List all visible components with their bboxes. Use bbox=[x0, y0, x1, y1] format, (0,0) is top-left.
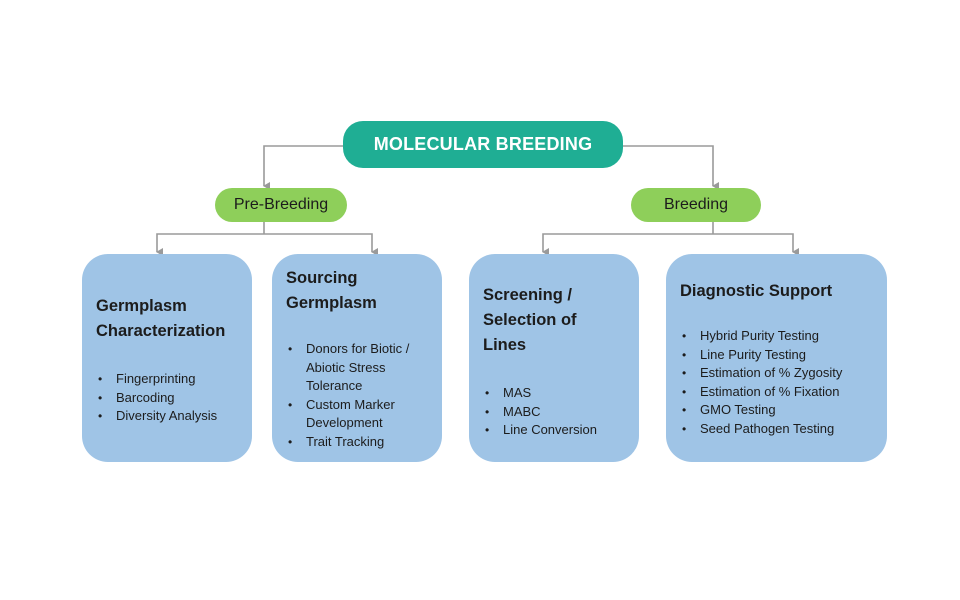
branch-node-breeding: Breeding bbox=[631, 188, 761, 222]
card-item-list: MAS MABC Line Conversion bbox=[483, 384, 625, 440]
connector-breeding-left bbox=[542, 233, 713, 256]
connector-prebreeding-left bbox=[156, 233, 264, 256]
list-item: MABC bbox=[483, 403, 625, 422]
card-sourcing-germplasm: Sourcing Germplasm Donors for Biotic / A… bbox=[272, 254, 442, 462]
list-item-line: Donors for Biotic / bbox=[306, 341, 410, 356]
card-title-line: Characterization bbox=[96, 322, 226, 340]
list-item: Trait Tracking bbox=[286, 433, 428, 452]
card-germplasm-characterization: Germplasm Characterization Fingerprintin… bbox=[82, 254, 252, 462]
list-item: Estimation of % Fixation bbox=[680, 383, 873, 402]
card-title-line: Lines bbox=[483, 336, 527, 354]
card-title: Screening / Selection of Lines bbox=[483, 283, 625, 358]
card-screening-selection-of-lines: Screening / Selection of Lines MAS MABC … bbox=[469, 254, 639, 462]
branch-node-label: Pre-Breeding bbox=[233, 196, 329, 213]
connector-root-prebreeding bbox=[263, 145, 343, 190]
list-item: Fingerprinting bbox=[96, 370, 238, 389]
list-item: Custom Marker Development bbox=[286, 396, 428, 433]
branch-node-pre-breeding: Pre-Breeding bbox=[215, 188, 347, 222]
card-title-line: Sourcing bbox=[286, 269, 358, 287]
list-item-line: Trait Tracking bbox=[306, 433, 385, 449]
card-title-line: Germplasm bbox=[96, 297, 187, 315]
branch-node-label: Breeding bbox=[663, 196, 729, 213]
connector-prebreeding-right bbox=[264, 233, 378, 256]
card-title-line: Screening / bbox=[483, 286, 572, 304]
card-item-list: Donors for Biotic / Abiotic Stress Toler… bbox=[286, 340, 428, 451]
list-item-line: Tolerance bbox=[306, 378, 363, 393]
list-item: Seed Pathogen Testing bbox=[680, 420, 873, 439]
card-title-line: Diagnostic Support bbox=[680, 282, 833, 300]
list-item: Line Purity Testing bbox=[680, 346, 873, 365]
card-title: Sourcing Germplasm bbox=[286, 266, 428, 316]
connector-breeding-right bbox=[713, 233, 799, 256]
card-title-line: Germplasm bbox=[286, 294, 377, 312]
list-item: Hybrid Purity Testing bbox=[680, 327, 873, 346]
root-node-title: MOLECULAR BREEDING bbox=[373, 134, 593, 154]
list-item: MAS bbox=[483, 384, 625, 403]
list-item: Diversity Analysis bbox=[96, 407, 238, 426]
list-item: GMO Testing bbox=[680, 401, 873, 420]
card-title: Diagnostic Support bbox=[680, 279, 873, 304]
card-item-list: Fingerprinting Barcoding Diversity Analy… bbox=[96, 370, 238, 426]
card-title-line: Selection of bbox=[483, 311, 577, 329]
card-title: Germplasm Characterization bbox=[96, 294, 238, 344]
root-node-molecular-breeding: MOLECULAR BREEDING bbox=[343, 121, 623, 168]
list-item-line: Custom Marker bbox=[306, 396, 395, 412]
list-item-line: Development bbox=[306, 415, 383, 430]
list-item-line: Abiotic Stress bbox=[306, 359, 386, 375]
card-item-list: Hybrid Purity Testing Line Purity Testin… bbox=[680, 327, 873, 438]
list-item: Line Conversion bbox=[483, 421, 625, 440]
card-diagnostic-support: Diagnostic Support Hybrid Purity Testing… bbox=[666, 254, 887, 462]
connector-root-breeding bbox=[623, 145, 719, 190]
list-item: Estimation of % Zygosity bbox=[680, 364, 873, 383]
list-item: Barcoding bbox=[96, 389, 238, 408]
list-item: Donors for Biotic / Abiotic Stress Toler… bbox=[286, 340, 428, 396]
